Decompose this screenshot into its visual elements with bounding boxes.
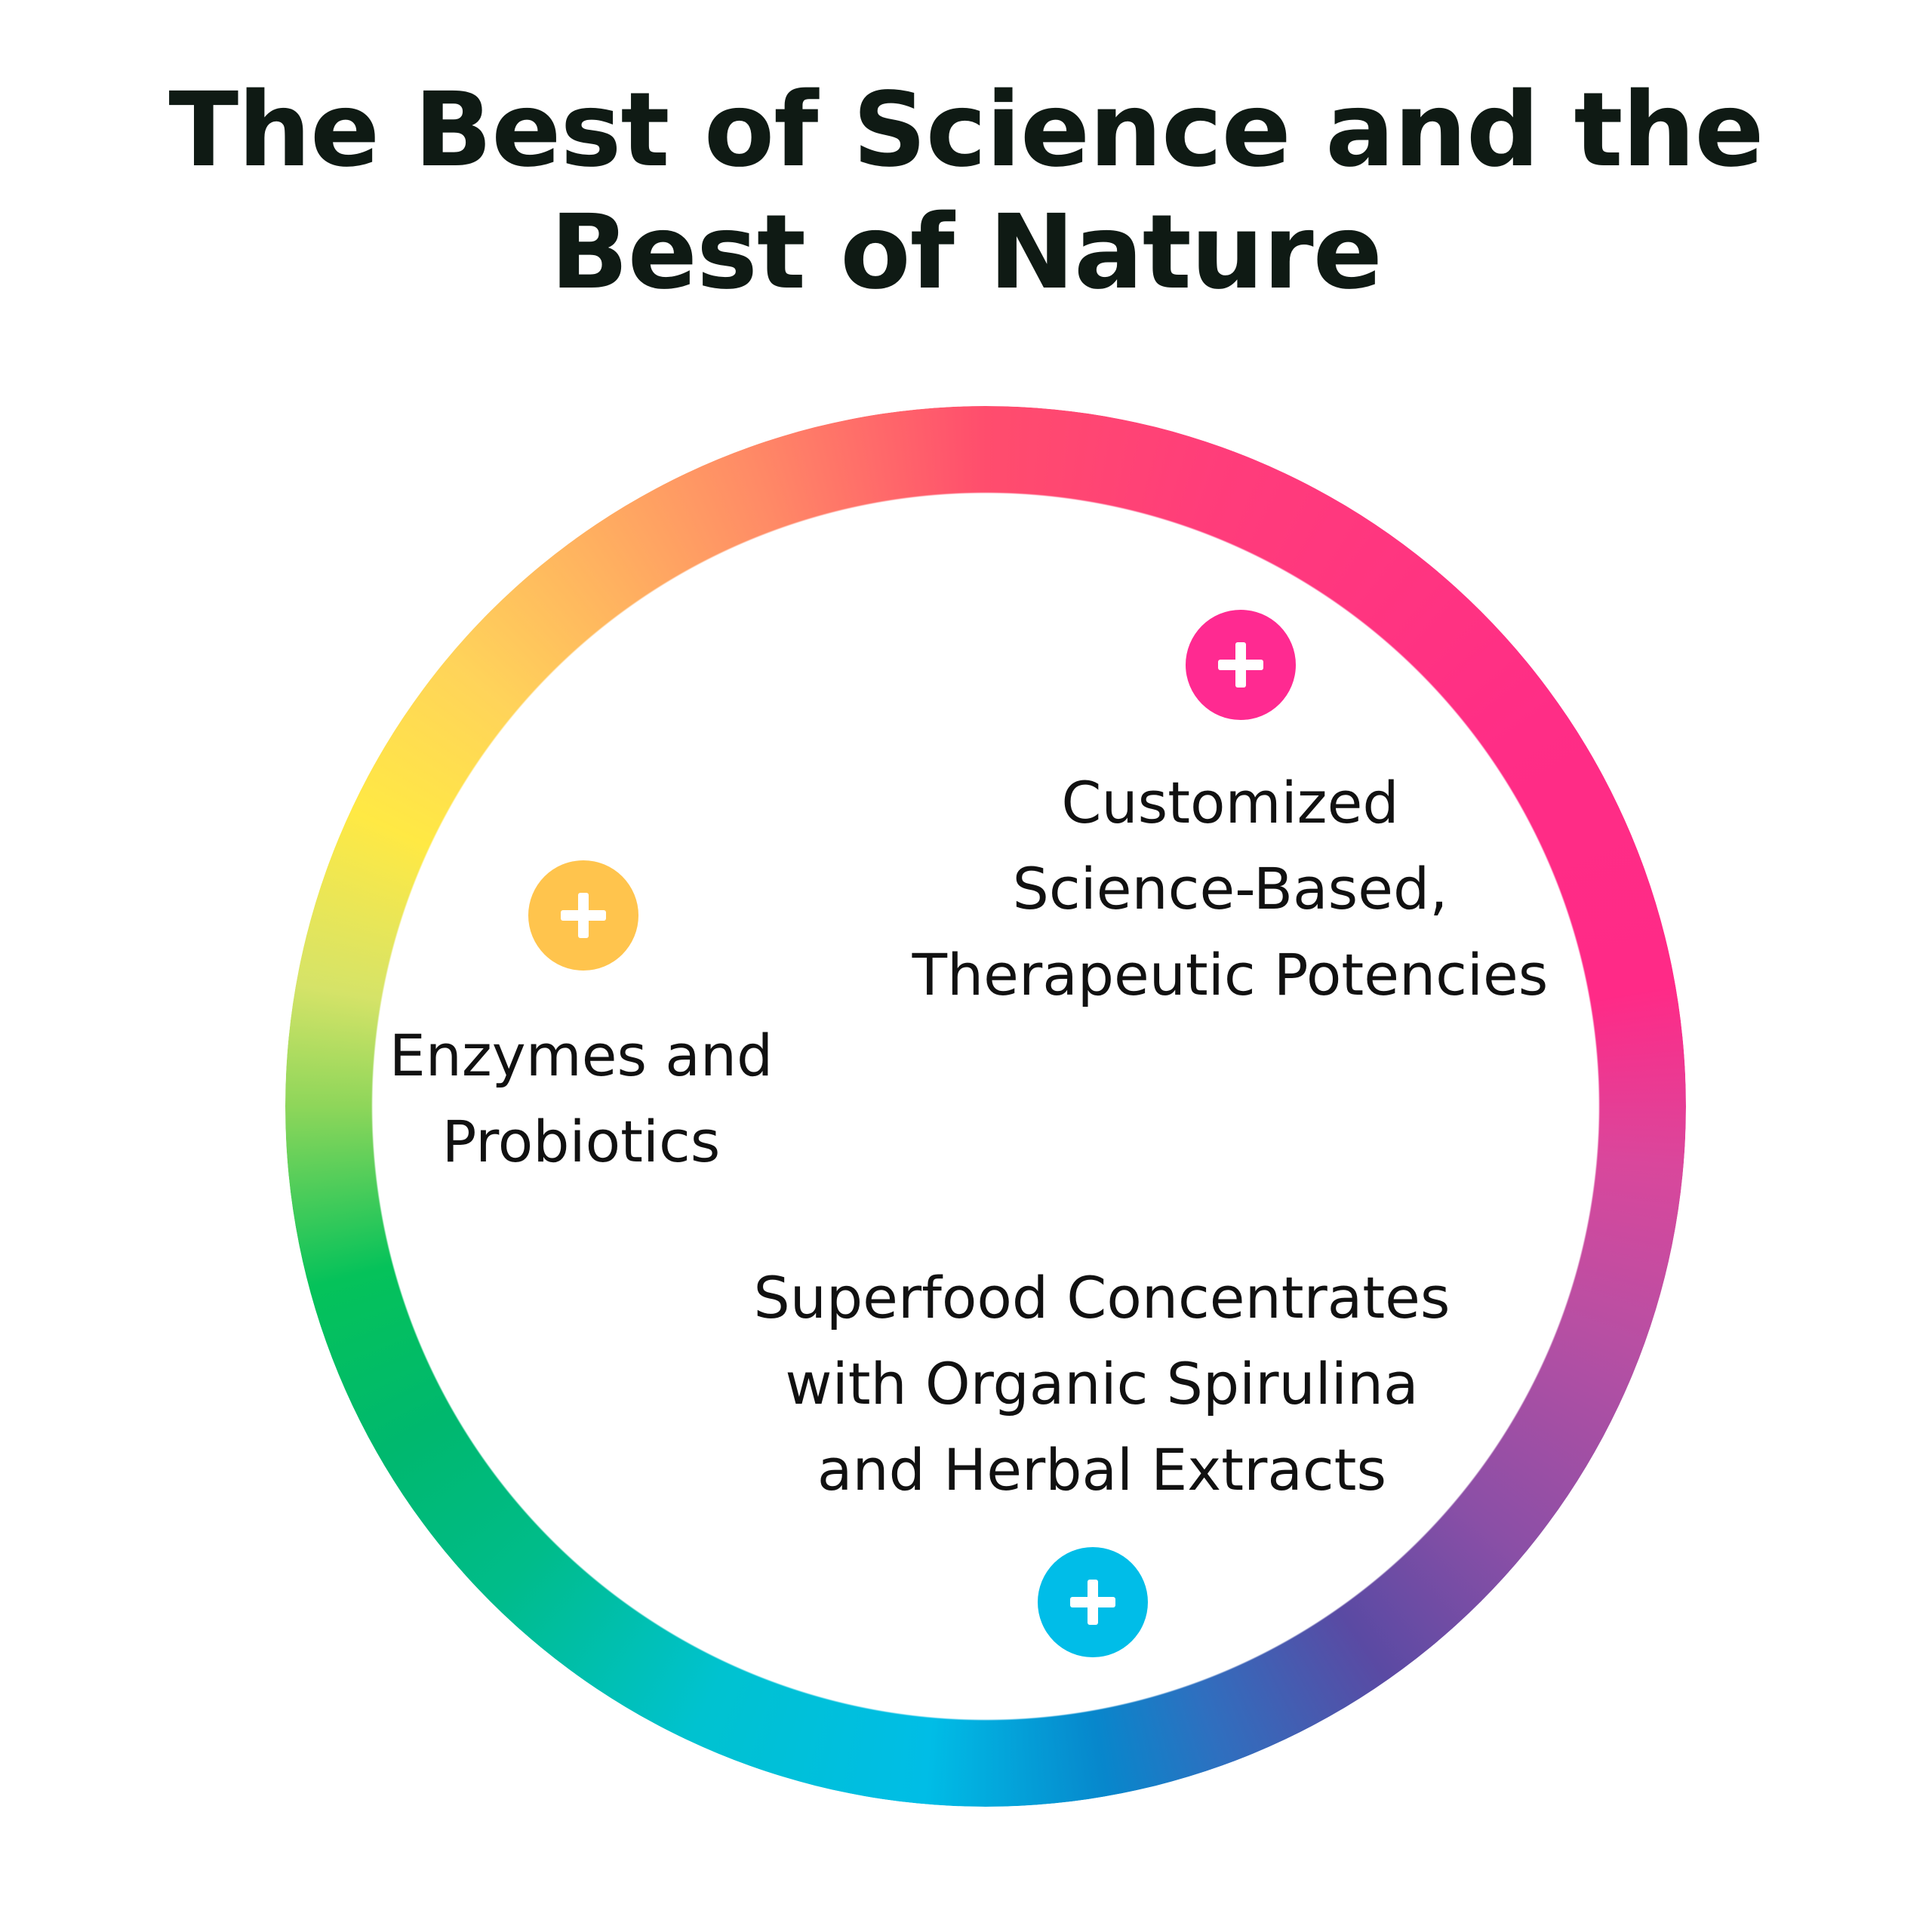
feature-line: and Herbal Extracts (817, 1436, 1387, 1503)
feature-line: Customized (1061, 769, 1399, 836)
feature-line: Probiotics (441, 1108, 721, 1175)
page-title: The Best of Science and the Best of Natu… (0, 69, 1932, 314)
plus-icon (1186, 610, 1296, 720)
plus-icon (528, 860, 638, 971)
feature-line: Science-Based, (1012, 855, 1448, 922)
feature-enzymes-label: Enzymes and Probiotics (317, 1013, 845, 1185)
title-line-1: The Best of Science and the (168, 71, 1764, 190)
feature-line: Therapeutic Potencies (912, 941, 1549, 1008)
title-line-2: Best of Nature (550, 193, 1383, 312)
rainbow-ring (285, 406, 1686, 1807)
feature-superfood-label: Superfood Concentrates with Organic Spir… (724, 1255, 1479, 1513)
plus-icon (1038, 1547, 1148, 1657)
feature-science-label: Customized Science-Based, Therapeutic Po… (891, 760, 1570, 1018)
feature-line: with Organic Spirulina (785, 1350, 1419, 1417)
feature-line: Enzymes and (389, 1022, 774, 1089)
feature-line: Superfood Concentrates (753, 1264, 1451, 1331)
